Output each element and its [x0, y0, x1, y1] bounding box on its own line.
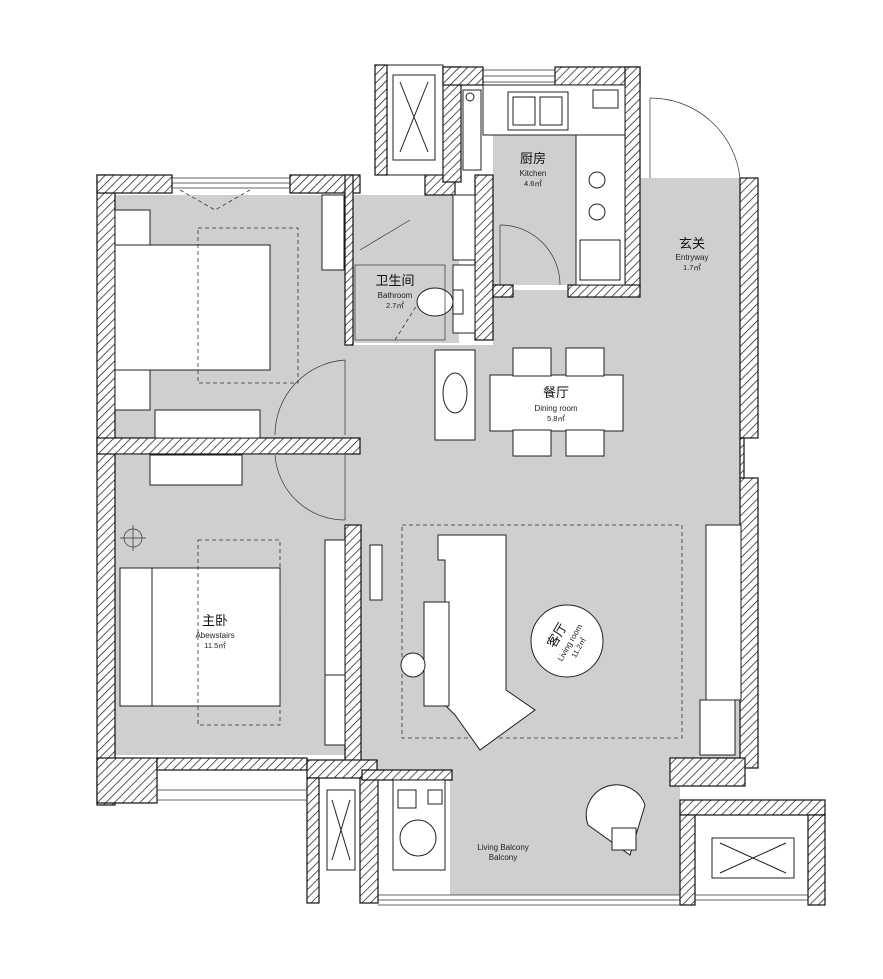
entryway-area: 1.7㎡ [683, 263, 701, 272]
bathroom-fixtures [354, 194, 476, 441]
master-label-en: Abewstairs [195, 631, 234, 640]
windows [157, 69, 808, 906]
dining-label-zh: 餐厅 [543, 385, 569, 401]
dining-area: 5.8㎡ [547, 414, 565, 423]
kitchen-fixtures [462, 84, 626, 286]
bathroom-label-en: Bathroom [378, 291, 413, 300]
walls [96, 64, 826, 906]
master-label-zh: 主卧 [202, 614, 228, 629]
master-area: 11.5㎡ [204, 641, 226, 650]
master-bedroom-furniture [119, 454, 346, 746]
laundry-fixtures [392, 779, 446, 871]
bathroom-area: 2.7㎡ [386, 301, 404, 310]
doors [179, 97, 741, 521]
bedroom-top-furniture [114, 194, 345, 439]
entryway-label-en: Entryway [676, 253, 709, 262]
bathroom-label-zh: 卫生间 [375, 274, 414, 289]
balcony-label-2: Balcony [489, 853, 517, 862]
shafts [326, 74, 795, 879]
kitchen-area: 4.6㎡ [524, 179, 542, 188]
dining-label-en: Dining room [534, 404, 577, 413]
dining-furniture [489, 347, 624, 457]
entryway-label-zh: 玄关 [679, 237, 705, 252]
kitchen-label-en: Kitchen [520, 169, 547, 178]
balcony-label-1: Living Balcony [477, 843, 529, 852]
living-furniture [369, 524, 742, 856]
kitchen-label-zh: 厨房 [520, 151, 546, 167]
